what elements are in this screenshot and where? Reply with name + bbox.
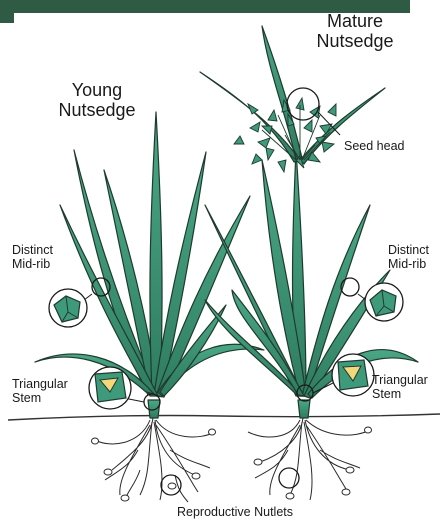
mid-rib-label-left: Distinct Mid-rib	[12, 243, 53, 271]
mid-rib-detail-left	[49, 289, 87, 327]
seed-head-label: Seed head	[344, 139, 404, 153]
mature-nutsedge-plant	[200, 26, 418, 418]
nutlets-label: Reproductive Nutlets	[150, 505, 320, 519]
mature-nutsedge-title: Mature Nutsedge	[300, 11, 410, 51]
mature-nutlets	[254, 427, 372, 499]
mid-rib-marker-right	[341, 278, 359, 296]
seed-head	[234, 98, 336, 172]
young-nutsedge-plant	[35, 112, 264, 418]
stem-label-left: Triangular Stem	[12, 377, 68, 405]
stem-detail-right	[332, 354, 374, 396]
mature-roots	[248, 418, 370, 500]
stem-detail-left	[89, 367, 131, 409]
mid-rib-detail-right	[365, 283, 403, 321]
mid-rib-label-right: Distinct Mid-rib	[388, 243, 429, 271]
young-nutsedge-title: Young Nutsedge	[42, 80, 152, 120]
young-roots	[95, 418, 215, 502]
stem-label-right: Triangular Stem	[372, 373, 428, 401]
ground-line	[8, 414, 440, 420]
